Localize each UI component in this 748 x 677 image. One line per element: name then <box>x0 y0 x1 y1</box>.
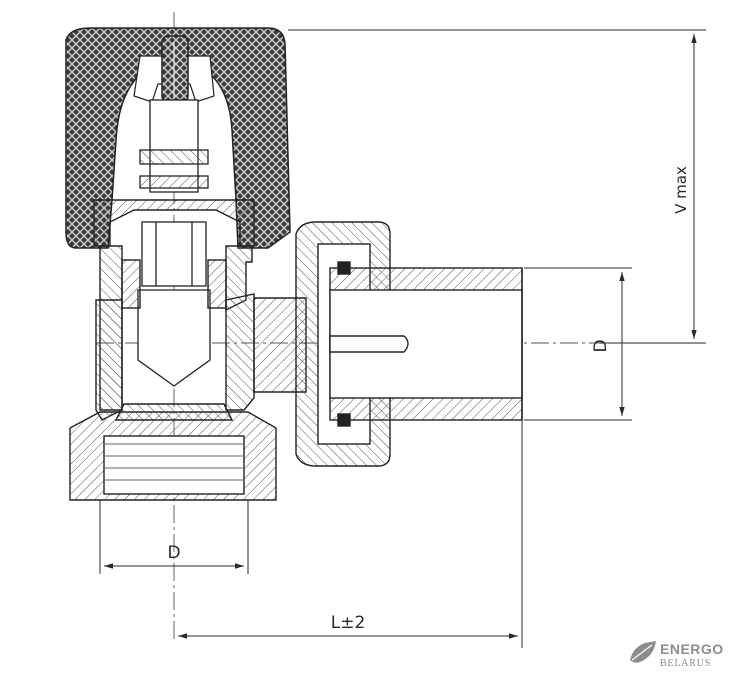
leaf-icon <box>630 641 656 663</box>
brand-line2: BELARUS <box>660 658 711 669</box>
outlet-union <box>253 221 523 467</box>
length-dimension-label: L±2 <box>331 613 366 633</box>
energo-belarus-logo: ENERGO BELARUS <box>630 641 724 669</box>
outlet-diameter-label: D <box>591 339 611 352</box>
handwheel-knob <box>65 27 291 249</box>
dimension-lines <box>99 29 706 648</box>
brand-line1: ENERGO <box>660 641 724 657</box>
valve-stem <box>137 99 211 387</box>
valve-body <box>69 293 277 501</box>
height-dimension-label: V max <box>672 166 690 214</box>
inlet-diameter-label: D <box>167 543 180 563</box>
